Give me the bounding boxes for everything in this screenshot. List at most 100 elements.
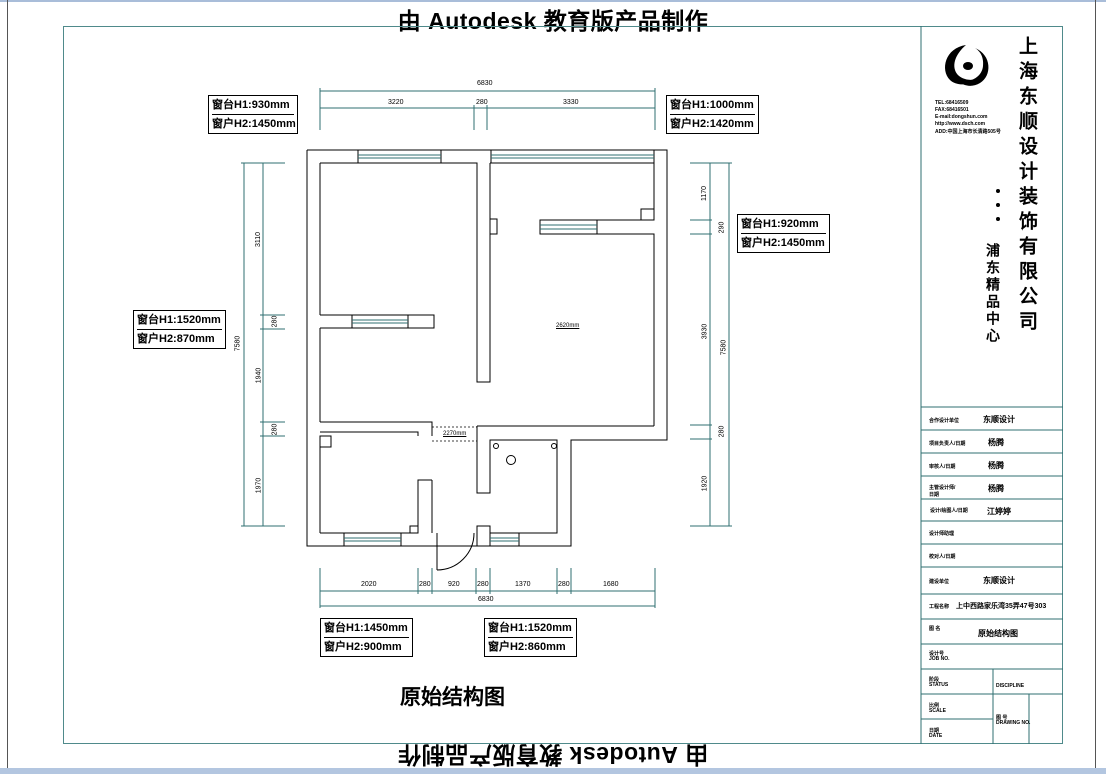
tb-drawing-no-cn: 图 号 <box>996 715 1008 721</box>
window-tag-1: 窗台H1:930mm 窗户H2:1450mm <box>208 95 298 134</box>
branch-name: 浦东精品中心 <box>985 243 1001 345</box>
window-tag-sill: 窗台H1:1520mm <box>488 622 572 634</box>
dim-top-seg-1: 3220 <box>388 99 404 106</box>
dim-right-seg-3: 3930 <box>701 323 709 340</box>
dim-left-seg-1: 3110 <box>255 231 263 248</box>
dim-left-seg-4: 280 <box>271 423 279 436</box>
tb-value-drawing-name: 原始结构图 <box>978 629 1018 638</box>
dot-icon <box>996 203 1000 207</box>
watermark-top: 由 Autodesk 教育版产品制作 <box>397 8 709 34</box>
tb-label: 项目负责人/日期 <box>929 441 966 447</box>
tb-scale-en: SCALE <box>929 708 946 714</box>
column-icon <box>319 435 332 448</box>
windows <box>343 149 655 547</box>
window-tag-3: 窗台H1:920mm 窗户H2:1450mm <box>737 214 830 253</box>
tb-value: 杨腾 <box>988 461 1004 470</box>
tb-label: 设计/绘图人/日期 <box>930 508 968 514</box>
toilet-drain-icon <box>506 455 516 465</box>
dim-bottom-seg-7: 1680 <box>603 581 619 588</box>
inner-wall-center <box>320 162 491 383</box>
window-tag-sill: 窗台H1:920mm <box>741 218 819 230</box>
contact-fax: FAX:68416501 <box>935 107 969 113</box>
tb-value: 杨腾 <box>988 484 1004 493</box>
window-tag-height: 窗户H2:870mm <box>137 329 222 348</box>
dim-bottom-seg-4: 280 <box>477 581 489 588</box>
company-name: 上海东顺设计装饰有限公司 <box>1016 36 1037 336</box>
outer-wall <box>306 149 668 547</box>
tb-status-en: STATUS <box>929 682 949 688</box>
tb-date-cn: 日期 <box>929 728 940 734</box>
dim-bottom-seg-6: 280 <box>558 581 570 588</box>
window-tag-2: 窗台H1:1000mm 窗户H2:1420mm <box>666 95 759 134</box>
tb-status-cn: 阶段 <box>929 677 940 683</box>
titleblock-grid <box>920 26 1063 744</box>
tb-label: 审核人/日期 <box>929 464 956 470</box>
dim-bottom-seg-5: 1370 <box>515 581 531 588</box>
tb-label: 工程名称 <box>929 604 950 610</box>
drawing-sheet-border <box>63 26 1063 744</box>
dim-bottom-total: 6830 <box>478 596 494 603</box>
dim-top-seg-2: 280 <box>476 99 488 106</box>
window-tag-height: 窗户H2:1420mm <box>670 114 755 133</box>
tb-value: 东顺设计 <box>983 576 1015 585</box>
tb-label: 合作设计单位 <box>929 418 960 424</box>
horizontal-scrollbar[interactable] <box>0 768 1106 774</box>
tb-label: 校对人/日期 <box>929 554 956 560</box>
tb-discipline: DISCIPLINE <box>996 683 1025 689</box>
dim-bottom-seg-3: 920 <box>448 581 460 588</box>
window-tag-sill: 窗台H1:930mm <box>212 99 290 111</box>
tb-scale-cn: 比例 <box>929 703 940 709</box>
dim-right-seg-5: 1920 <box>701 475 709 492</box>
pipe-icon <box>409 525 419 534</box>
tb-job-no-cn: 设计号 <box>929 651 945 657</box>
paper-left-edge <box>7 0 8 774</box>
drawing-title: 原始结构图 <box>400 686 505 709</box>
dim-top-seg-3: 3330 <box>563 99 579 106</box>
window-tag-sill: 窗台H1:1520mm <box>137 314 221 326</box>
door-swing-arc <box>436 532 475 571</box>
tb-label: 建设单位 <box>929 579 950 585</box>
dim-left-seg-2: 280 <box>271 315 279 328</box>
window-tag-height: 窗户H2:900mm <box>324 637 409 656</box>
contact-tel: TEL:68416509 <box>935 100 969 106</box>
dim-bottom-seg-2: 280 <box>419 581 431 588</box>
window-tag-height: 窗户H2:860mm <box>488 637 573 656</box>
window-tag-sill: 窗台H1:1450mm <box>324 622 408 634</box>
window-tag-sill: 窗台H1:1000mm <box>670 99 754 111</box>
window-tag-height: 窗户H2:1450mm <box>212 114 296 133</box>
tb-label: 设计师助理 <box>929 531 955 537</box>
logo-icon <box>945 45 989 86</box>
window-top-border <box>0 0 1106 2</box>
dim-left-seg-3: 1940 <box>255 367 263 384</box>
dim-right-total: 7580 <box>720 339 728 356</box>
dim-top-total: 6830 <box>477 80 493 87</box>
dim-right-seg-2: 290 <box>718 221 726 234</box>
room-label-2620: 2620mm <box>556 323 580 329</box>
paper-right-edge <box>1095 0 1096 774</box>
tb-label: 图 名 <box>929 626 941 632</box>
window-tag-height: 窗户H2:1450mm <box>741 233 826 252</box>
dim-bottom-seg-1: 2020 <box>361 581 377 588</box>
window-tag-5: 窗台H1:1450mm 窗户H2:900mm <box>320 618 413 657</box>
dot-icon <box>996 189 1000 193</box>
window-tag-6: 窗台H1:1520mm 窗户H2:860mm <box>484 618 577 657</box>
contact-address: ADD:中国上海市长清路505号 <box>935 129 1001 135</box>
tb-value: 杨腾 <box>988 438 1004 447</box>
dim-left-seg-5: 1970 <box>255 477 263 494</box>
tb-value: 江婷婷 <box>987 507 1011 516</box>
flue-icon <box>640 208 655 221</box>
window-tag-4: 窗台H1:1520mm 窗户H2:870mm <box>133 310 226 349</box>
tb-job-no-en: JOB NO. <box>929 656 950 662</box>
tb-date-en: DATE <box>929 733 943 739</box>
tb-label: 主管设计师/日期 <box>929 485 956 498</box>
tb-value: 东顺设计 <box>983 415 1015 424</box>
walls <box>306 149 668 571</box>
dimension-lines <box>241 88 732 608</box>
dot-icon <box>996 217 1000 221</box>
dim-left-total: 7580 <box>234 335 242 352</box>
dim-right-seg-1: 1170 <box>701 185 709 202</box>
tb-drawing-no-en: DRAWING NO. <box>996 720 1031 726</box>
drain-icon <box>493 443 499 449</box>
contact-email: E-mail:dongshun.com <box>935 114 988 120</box>
